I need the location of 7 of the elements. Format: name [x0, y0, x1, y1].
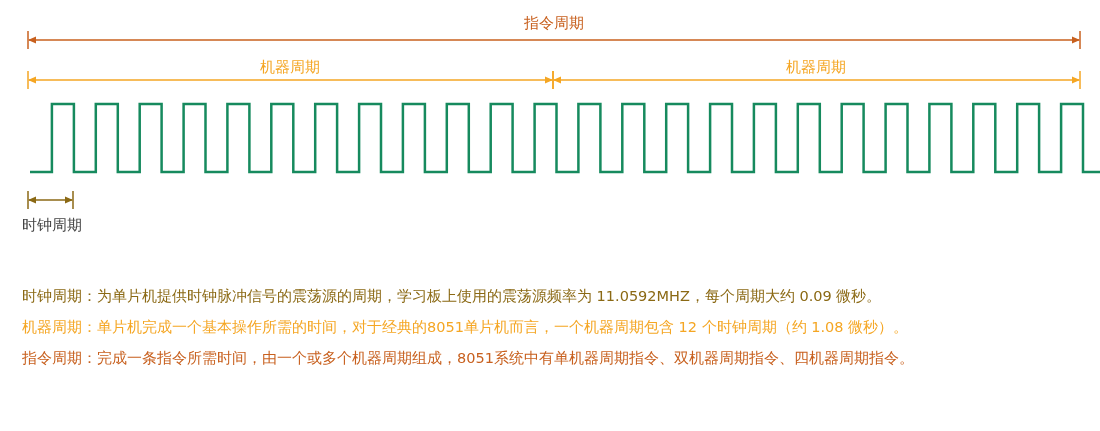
- dimension-label: 机器周期: [786, 58, 846, 77]
- dimension-label: 机器周期: [260, 58, 320, 77]
- note-text: 机器周期：单片机完成一个基本操作所需的时间，对于经典的8051单片机而言，一个机器周期包含 12 个时钟周期（约 1.08 微秒）。: [22, 318, 909, 337]
- dimension-label: 时钟周期: [22, 216, 82, 235]
- note-text: 指令周期：完成一条指令所需时间，由一个或多个机器周期组成，8051系统中有单机器周期指令、双机器周期指令、四机器周期指令。: [22, 349, 914, 368]
- note-text: 时钟周期：为单片机提供时钟脉冲信号的震荡源的周期，学习板上使用的震荡源频率为 11.0592MHZ，每个周期大约 0.09 微秒。: [22, 287, 882, 306]
- dimension-label: 指令周期: [524, 14, 584, 33]
